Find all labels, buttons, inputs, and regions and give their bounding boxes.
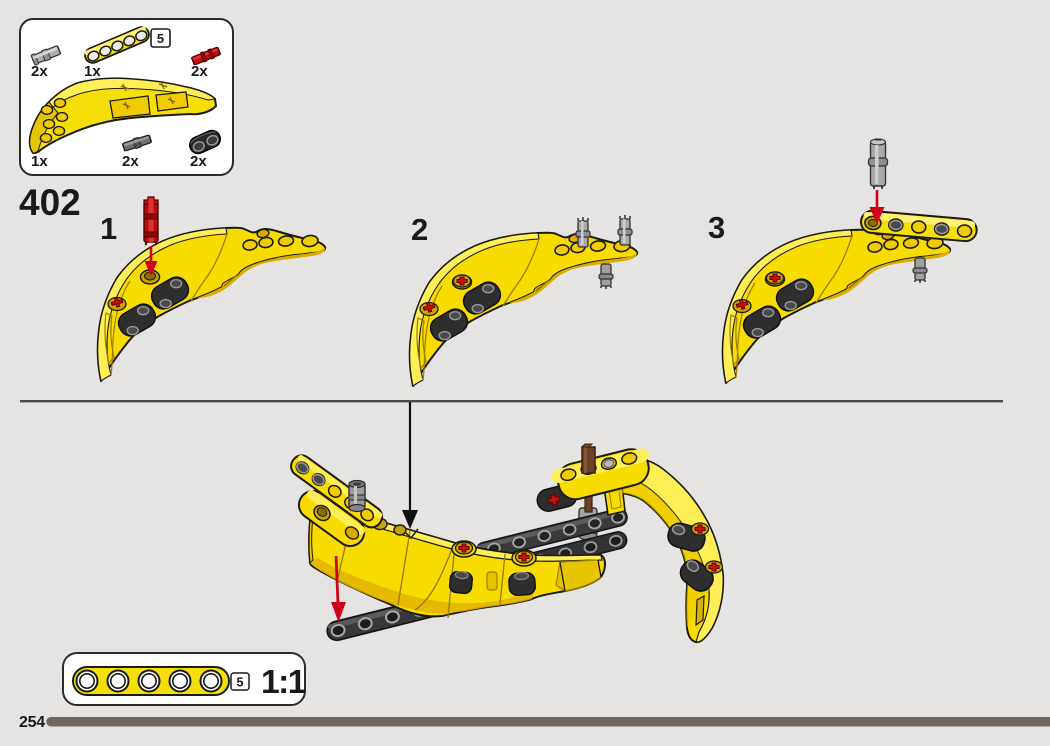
svg-text:2: 2 [411,212,428,247]
svg-text:402: 402 [19,182,81,223]
svg-text:2x: 2x [31,63,48,80]
svg-text:254: 254 [19,714,45,731]
svg-text:1:1: 1:1 [261,664,306,701]
svg-text:5: 5 [237,676,244,690]
svg-text:5: 5 [157,31,164,46]
svg-text:1: 1 [100,211,117,246]
svg-text:2x: 2x [191,63,208,80]
svg-text:2x: 2x [190,153,207,170]
svg-text:3: 3 [708,210,725,245]
svg-text:2x: 2x [122,153,139,170]
svg-text:1x: 1x [31,153,48,170]
svg-text:1x: 1x [84,63,101,80]
